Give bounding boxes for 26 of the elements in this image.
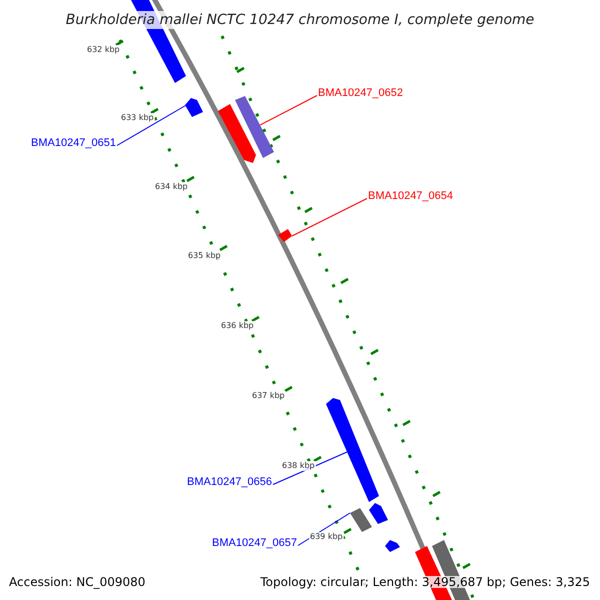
- position-label: 632 kbp: [86, 45, 121, 55]
- gene-block: [369, 503, 388, 524]
- gene-block: [326, 398, 379, 502]
- leader-line: [116, 105, 186, 146]
- position-label: 635 kbp: [187, 251, 222, 261]
- gene-block: [278, 229, 292, 242]
- accession-label: Accession: NC_009080: [9, 576, 146, 588]
- position-label: 636 kbp: [220, 321, 255, 331]
- gene-label: BMA10247_0654: [368, 191, 454, 202]
- gene-block: [218, 104, 256, 163]
- gene-block: [235, 96, 274, 158]
- gene-block: [350, 508, 372, 532]
- gene-block: [385, 540, 400, 552]
- position-label: 639 kbp: [309, 532, 344, 542]
- gene-label: BMA10247_0651: [31, 138, 116, 149]
- gene-label: BMA10247_0656: [187, 477, 272, 488]
- position-label: 634 kbp: [154, 182, 189, 192]
- leader-line: [292, 198, 368, 236]
- position-label: 637 kbp: [251, 391, 286, 401]
- gene-block: [185, 98, 203, 117]
- gene-label: BMA10247_0652: [318, 88, 404, 99]
- position-label: 638 kbp: [281, 461, 316, 471]
- gene-label: BMA10247_0657: [212, 538, 298, 549]
- genome-stats: Topology: circular; Length: 3,495,687 bp; Genes: 3,325: [260, 576, 590, 588]
- position-label: 633 kbp: [120, 113, 155, 123]
- leader-line: [260, 95, 318, 126]
